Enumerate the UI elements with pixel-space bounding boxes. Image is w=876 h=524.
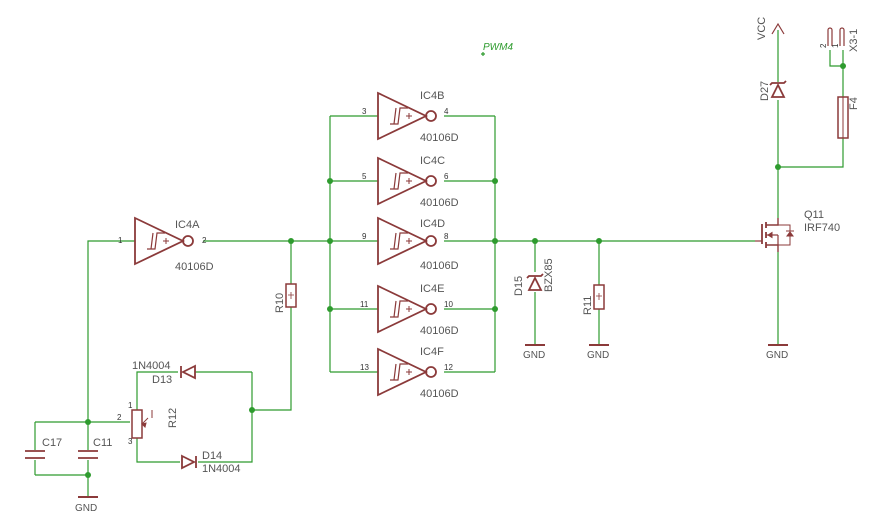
gnd-label-q11: GND [766,350,788,361]
gate-ic4c [377,156,437,206]
wires [34,30,844,497]
resistor-r11 [593,284,605,310]
r10-ref: R10 [274,293,286,313]
capacitor-c11 [78,450,98,459]
d15-part: BZX85 [543,258,555,292]
ic4a-part: 40106D [175,261,214,273]
junctions [85,63,846,478]
diode-d14 [181,454,197,470]
connector-x3-1 [827,27,845,46]
r12-pin-1: 1 [128,401,133,410]
ic4a-pin-in: 1 [118,236,123,245]
ic4a-ref: IC4A [175,219,200,231]
x3-ref: X3-1 [848,29,860,52]
ground-symbols [78,344,788,498]
ic4b-pin-out: 4 [444,107,449,116]
ic4f-part: 40106D [420,388,459,400]
zener-d27 [769,80,787,98]
gnd-label-d15: GND [523,350,545,361]
vcc-symbol [771,22,785,35]
ic4d-part: 40106D [420,260,459,272]
ic4c-part: 40106D [420,197,459,209]
d15-ref: D15 [513,276,525,296]
gnd-label-caps: GND [75,503,97,514]
fuse-f4 [837,96,849,139]
ic4f-ref: IC4F [420,346,444,358]
ic4d-pin-out: 8 [444,232,449,241]
ic4e-pin-in: 11 [360,300,369,309]
ic4e-ref: IC4E [420,283,444,295]
r11-ref: R11 [582,296,594,315]
ic4c-pin-in: 5 [362,172,367,181]
capacitor-c17 [25,450,45,459]
zener-d15 [526,273,544,291]
ic4c-ref: IC4C [420,155,445,167]
ic4d-pin-in: 9 [362,232,367,241]
f4-ref: F4 [848,97,860,110]
ic4f-pin-out: 12 [444,363,453,372]
ic4c-pin-out: 6 [444,172,449,181]
d13-ref: D13 [152,374,172,386]
gate-ic4f [377,347,437,397]
gnd-label-r11: GND [587,350,609,361]
ic4e-pin-out: 10 [444,300,453,309]
d27-ref: D27 [759,81,771,101]
mosfet-q11 [755,218,794,252]
ic4b-pin-in: 3 [362,107,367,116]
q11-ref: Q11 [804,209,824,221]
gate-ic4b [377,91,437,141]
gate-ic4a [134,216,194,266]
c11-ref: C11 [93,437,112,449]
q11-part: IRF740 [804,222,840,234]
net-label-pwm4: PWM4 [483,42,513,53]
r12-ref: R12 [167,408,179,428]
resistor-r10 [285,283,297,308]
ic4b-part: 40106D [420,132,459,144]
diode-d13 [180,364,196,380]
x3-pin-2: 2 [819,43,828,48]
vcc-label: VCC [756,17,768,40]
x3-pin-1: 1 [831,43,840,48]
ic4f-pin-in: 13 [360,363,369,372]
r12-pin-2: 2 [117,413,122,422]
ic4e-part: 40106D [420,325,459,337]
ic4d-ref: IC4D [420,218,445,230]
ic4a-pin-out: 2 [202,236,207,245]
ic4b-ref: IC4B [420,90,444,102]
gate-ic4e [377,284,437,334]
d13-part: 1N4004 [132,360,171,372]
gate-ic4d [377,216,437,266]
c17-ref: C17 [42,437,62,449]
r12-pin-3: 3 [128,437,133,446]
d14-part: 1N4004 [202,463,241,475]
d14-ref: D14 [202,450,222,462]
potentiometer-r12 [131,409,153,439]
